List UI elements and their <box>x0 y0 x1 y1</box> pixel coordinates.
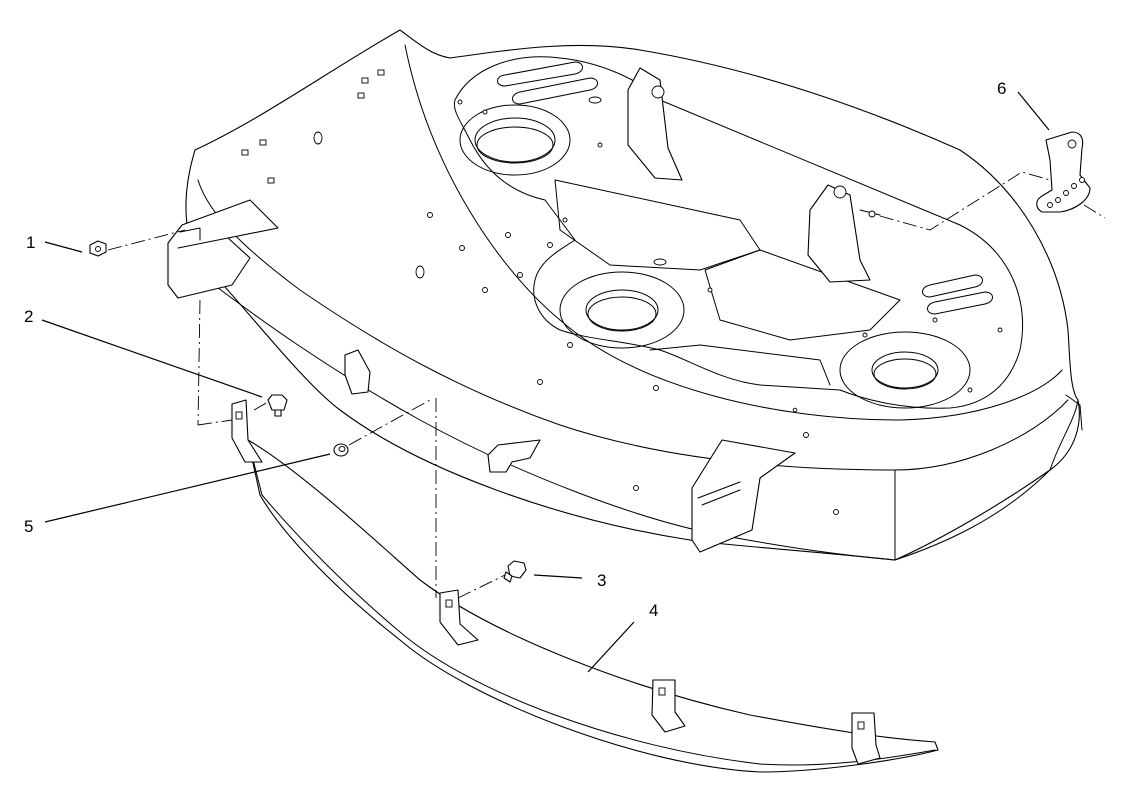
leader-1 <box>44 241 83 253</box>
deck-top-rim <box>404 44 1063 421</box>
callout-labels: 1 2 3 4 5 6 <box>24 79 1006 620</box>
deck-gusset-front <box>344 349 371 395</box>
hex-nut <box>333 443 349 457</box>
carriage-bolt-upper <box>267 394 288 417</box>
callout-1: 1 <box>26 233 35 252</box>
baffle-skirt <box>231 399 939 773</box>
height-adjustment-bracket <box>1036 131 1091 213</box>
leader-3 <box>533 574 583 579</box>
flange-nut <box>89 240 107 257</box>
deck-gusset-front-2 <box>487 439 541 473</box>
callout-5: 5 <box>24 517 33 536</box>
deck-holes <box>241 69 1003 515</box>
deck-gusset-left <box>167 199 279 299</box>
leader-2 <box>41 319 263 398</box>
deck-gusset-right <box>691 439 796 553</box>
leader-6 <box>1017 91 1050 131</box>
carriage-bolt-lower <box>503 560 527 583</box>
leader-4 <box>587 621 635 673</box>
baffle-tab-right-2 <box>851 712 881 765</box>
deck-lift-bracket-2 <box>807 184 871 283</box>
assembly-centerlines <box>107 171 1106 599</box>
leader-lines <box>41 91 1050 673</box>
callout-6: 6 <box>997 79 1006 98</box>
mower-deck <box>167 29 1083 561</box>
leader-5 <box>44 453 331 523</box>
deck-lift-bracket-1 <box>627 67 683 181</box>
callout-3: 3 <box>597 571 606 590</box>
callout-4: 4 <box>649 601 658 620</box>
deck-skirt-lower-edge <box>204 277 896 561</box>
callout-2: 2 <box>24 307 33 326</box>
